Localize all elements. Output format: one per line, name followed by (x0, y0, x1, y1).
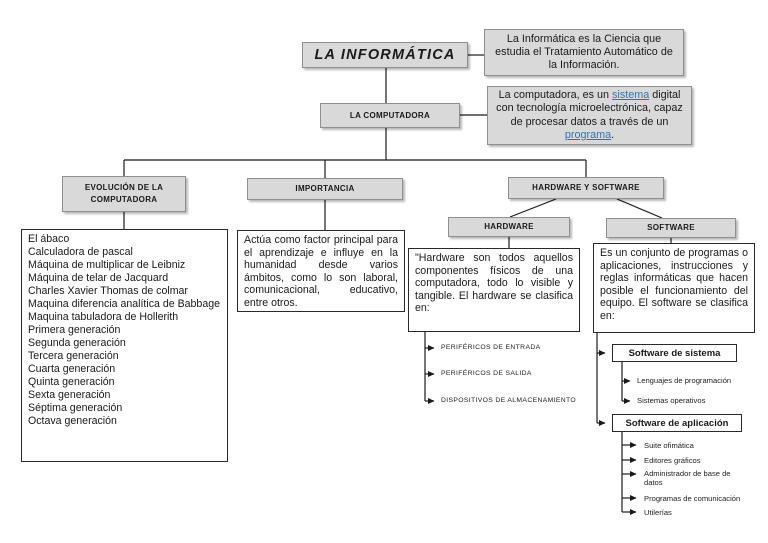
branch-importancia-box: IMPORTANCIA (247, 178, 403, 200)
importancia-text: Actúa como factor principal para el apre… (244, 234, 398, 309)
evolucion-list-item: Segunda generación (28, 337, 126, 349)
hardware-description-text: "Hardware son todos aquellos componentes… (415, 252, 573, 315)
software-box: SOFTWARE (606, 218, 736, 238)
evolucion-list-item: Quinta generación (28, 376, 115, 388)
evolucion-list-box: El ábaco Calculadora de pascal Máquina d… (21, 229, 228, 462)
hardware-description-box: "Hardware son todos aquellos componentes… (408, 248, 580, 332)
hardware-item-perifericos-entrada: PERIFÉRICOS DE ENTRADA (441, 344, 541, 351)
evolucion-list-item: Charles Xavier Thomas de colmar (28, 285, 188, 297)
importancia-text-box: Actúa como factor principal para el apre… (237, 230, 405, 312)
computadora-definition-part1: La computadora, es un (498, 89, 613, 102)
software-aplicacion-item-editores: Editores gráficos (644, 456, 701, 465)
sistema-link[interactable]: sistema (612, 89, 650, 102)
software-aplicacion-item-suite: Suite ofimática (644, 441, 694, 450)
software-sistema-box: Software de sistema (612, 344, 737, 362)
software-label: SOFTWARE (647, 223, 695, 233)
computadora-definition-part3: . (611, 128, 615, 141)
informatica-definition-text: La Informática es la Ciencia que estudia… (495, 32, 673, 72)
main-topic-label: LA INFORMÁTICA (314, 47, 456, 63)
branch-importancia-label: IMPORTANCIA (295, 184, 355, 194)
branch-hardware-software-label: HARDWARE Y SOFTWARE (532, 183, 640, 193)
software-aplicacion-item-administrador-bd: Administrador de base de datos (644, 469, 731, 488)
computadora-definition-text: La computadora, es un sistema digital co… (493, 89, 686, 142)
software-description-box: Es un conjunto de programas o aplicacion… (593, 243, 755, 333)
software-aplicacion-label: Software de aplicación (625, 417, 729, 429)
software-sistema-label: Software de sistema (628, 347, 721, 359)
software-description-text: Es un conjunto de programas o aplicacion… (600, 247, 748, 322)
evolucion-list-item: Cuarta generación (28, 363, 116, 375)
evolucion-list-item: Primera generación (28, 324, 121, 336)
hardware-item-dispositivos-almacenamiento: DISPOSITIVOS DE ALMACENAMIENTO (441, 397, 577, 404)
main-topic-box: LA INFORMÁTICA (302, 42, 468, 68)
computadora-definition-box: La computadora, es un sistema digital co… (487, 86, 692, 145)
computadora-box: LA COMPUTADORA (320, 103, 460, 128)
evolucion-list-item: Séptima generación (28, 402, 123, 414)
software-aplicacion-item-programas-comunicacion: Programas de comunicación (644, 494, 741, 503)
software-aplicacion-box: Software de aplicación (612, 414, 742, 432)
computadora-definition-part2: digital con tecnología microelectrónica,… (496, 89, 683, 128)
computadora-label: LA COMPUTADORA (349, 110, 431, 120)
software-sistema-item-lenguajes: Lenguajes de programación (637, 376, 732, 385)
evolucion-list-item: Octava generación (28, 415, 117, 427)
branch-evolucion-box: EVOLUCIÓN DE LA COMPUTADORA (62, 176, 186, 212)
hardware-label: HARDWARE (484, 222, 534, 232)
software-sistema-item-sistemas-operativos: Sistemas operativos (637, 396, 706, 405)
evolucion-list-item: Tercera generación (28, 350, 119, 362)
evolucion-list-item: Calculadora de pascal (28, 246, 133, 258)
evolucion-list-item: Máquina de telar de Jacquard (28, 272, 169, 284)
branch-hardware-software-box: HARDWARE Y SOFTWARE (508, 177, 664, 199)
hardware-item-perifericos-salida: PERIFÉRICOS DE SALIDA (441, 370, 532, 377)
software-aplicacion-item-utilerias: Utilerías (644, 508, 672, 517)
evolucion-list-item: Maquina diferencia analítica de Babbage (28, 298, 221, 310)
evolucion-list-item: Sexta generación (28, 389, 111, 401)
programa-link[interactable]: programa (564, 128, 612, 141)
evolucion-list-item: Máquina de multiplicar de Leibniz (28, 259, 186, 271)
evolucion-list-item: El ábaco (28, 233, 70, 245)
evolucion-list-item: Maquina tabuladora de Hollerith (28, 311, 179, 323)
branch-evolucion-label: EVOLUCIÓN DE LA COMPUTADORA (84, 183, 164, 204)
informatica-definition-box: La Informática es la Ciencia que estudia… (484, 29, 684, 76)
hardware-box: HARDWARE (448, 217, 570, 237)
